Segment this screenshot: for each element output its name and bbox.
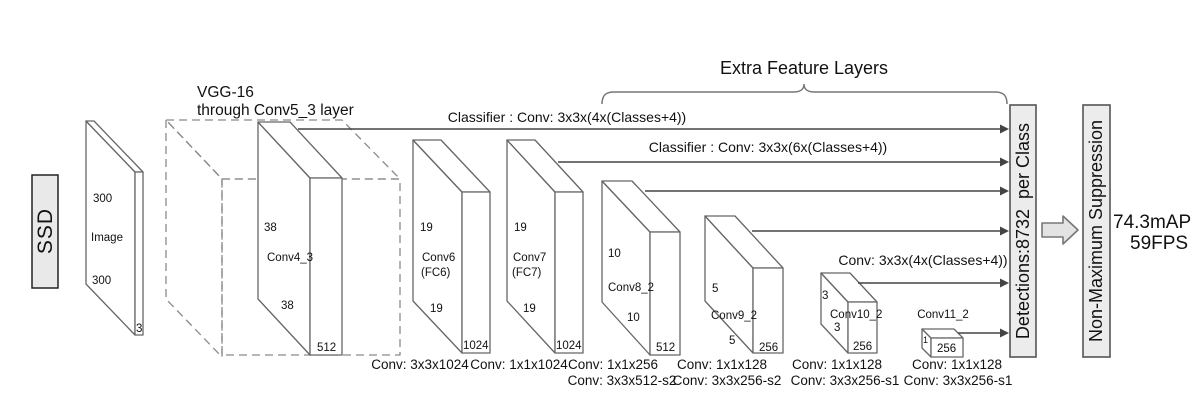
conv10_2-op2-label: Conv: 3x3x256-s1: [791, 373, 900, 388]
conv6-depth-label: 1024: [463, 340, 489, 352]
conv9_2-op2-label: Conv: 3x3x256-s2: [673, 373, 782, 388]
map-result-label: 74.3mAP: [1113, 212, 1191, 233]
conv7-depth-label: 1024: [556, 340, 582, 352]
conv7-slab: 19 Conv7 (FC7) 19 1024: [506, 139, 584, 354]
conv-op-labels: Conv: 3x3x1024 Conv: 1x1x1024 Conv: 1x1x…: [371, 357, 1012, 388]
conv10_2-height-label: 3: [822, 290, 828, 302]
conv9_2-depth-label: 256: [759, 342, 778, 354]
detections-label: Detections:8732 per Class: [1013, 123, 1033, 339]
nms-label: Non-Maximum Suppression: [1086, 120, 1106, 342]
conv8_2-depth-label: 512: [656, 342, 675, 354]
conv11_2-op2-label: Conv: 3x3x256-s1: [904, 373, 1013, 388]
ssd-title-label: SSD: [34, 208, 57, 254]
image-width-label: 300: [92, 275, 111, 287]
conv8_2-op2-label: Conv: 3x3x512-s2: [568, 373, 677, 388]
vgg-note-line1: VGG-16: [197, 84, 254, 101]
conv10_2-slab: 3 Conv10_2 3 256: [820, 272, 882, 354]
vgg-note-line2: through Conv5_3 layer: [197, 102, 354, 119]
conv6-alias-label: (FC6): [421, 267, 451, 279]
conv9_2-front-face: [752, 267, 784, 354]
conv11_2-op1-label: Conv: 1x1x128: [912, 357, 1002, 372]
conv6-front-face: [461, 191, 491, 354]
conv4_3-height-label: 38: [264, 222, 277, 234]
vgg-dashed-left-face: [165, 119, 223, 358]
conv7-name-label: Conv7: [513, 252, 546, 264]
conv7-front-face: [554, 191, 584, 354]
conv6-name-label: Conv6: [422, 252, 455, 264]
nms-box: Non-Maximum Suppression: [1082, 104, 1111, 358]
classifier-conv4_3-label: Classifier : Conv: 3x3x(4x(Classes+4)): [448, 109, 686, 125]
image-layer-slab: 300 Image 300 3: [85, 120, 144, 336]
flow-block-arrow-icon: [1041, 215, 1079, 245]
arrowhead-conv9_2: [1000, 226, 1009, 236]
fps-result-label: 59FPS: [1130, 233, 1188, 254]
conv4_3-front-face: [309, 177, 343, 356]
conv7-width-label: 19: [523, 303, 536, 315]
arrowhead-conv4_3: [1000, 124, 1009, 134]
nms-rect: [1082, 104, 1111, 358]
conv6-op-label: Conv: 3x3x1024: [371, 357, 469, 372]
image-height-label: 300: [93, 193, 112, 205]
conv10_2-op1-label: Conv: 1x1x128: [792, 357, 882, 372]
conv11_2-name-label: Conv11_2: [917, 309, 969, 321]
image-name-label: Image: [91, 232, 123, 244]
classifier-conv7-label: Classifier : Conv: 3x3x(6x(Classes+4)): [649, 139, 887, 155]
vgg-dashed-top-face: [165, 119, 401, 180]
arrowhead-conv7: [1000, 157, 1009, 167]
arrowhead-conv8_2: [1000, 186, 1009, 196]
conv8_2-height-label: 10: [608, 248, 621, 260]
conv11_2-front-face: [930, 337, 964, 358]
conv4_3-name-label: Conv4_3: [267, 252, 313, 264]
conv4_3-width-label: 38: [281, 300, 294, 312]
conv8_2-front-face: [649, 231, 681, 356]
conv8_2-op1-label: Conv: 1x1x256: [568, 357, 658, 372]
conv11_2-depth-label: 256: [937, 343, 956, 355]
conv8_2-name-label: Conv8_2: [608, 282, 654, 294]
extra-feature-layers-title: Extra Feature Layers: [720, 58, 888, 78]
conv10_2-front-face: [847, 301, 878, 354]
feature-map-arrows: [298, 124, 1009, 338]
conv7-op-label: Conv: 1x1x1024: [470, 357, 568, 372]
conv10_2-depth-label: 256: [853, 341, 872, 353]
detections-rect: [1009, 104, 1037, 358]
conv8_2-slab: 10 Conv8_2 10 512: [601, 180, 681, 356]
arrowhead-conv11_2: [1000, 328, 1009, 338]
conv4_3-depth-label: 512: [317, 342, 336, 354]
conv9_2-name-label: Conv9_2: [711, 310, 757, 322]
conv6-slab: 19 Conv6 (FC6) 19 1024: [412, 139, 491, 354]
conv9_2-slab: 5 Conv9_2 5 256: [704, 215, 784, 354]
conv6-height-label: 19: [420, 222, 433, 234]
conv4_3-slab: 38 Conv4_3 38 512: [257, 121, 343, 356]
detections-box: Detections:8732 per Class: [1009, 104, 1037, 358]
conv7-alias-label: (FC7): [512, 267, 542, 279]
ssd-title-rect: [31, 174, 59, 289]
conv11_2-width-label: 1: [923, 335, 928, 345]
conv9_2-width-label: 5: [729, 335, 735, 347]
ssd-title-box: SSD: [31, 174, 59, 289]
conv10_2-width-label: 3: [834, 322, 840, 334]
conv8_2-width-label: 10: [627, 312, 640, 324]
extra-feature-layers-brace: [601, 83, 1008, 105]
conv11_2-slab: Conv11_2 1 256: [917, 309, 969, 358]
arrowhead-conv10_2: [1000, 278, 1009, 288]
image-depth-label: 3: [136, 323, 142, 335]
conv7-height-label: 19: [514, 222, 527, 234]
conv10_2-name-label: Conv10_2: [830, 309, 882, 321]
conv9_2-height-label: 5: [712, 283, 718, 295]
conv9_2-op1-label: Conv: 1x1x128: [677, 357, 767, 372]
image-slab-left-face: [85, 120, 136, 336]
classifier-conv10_2-label: Conv: 3x3x(4x(Classes+4)): [838, 252, 1007, 268]
image-slab-front-face: [134, 171, 144, 336]
conv6-width-label: 19: [430, 303, 443, 315]
